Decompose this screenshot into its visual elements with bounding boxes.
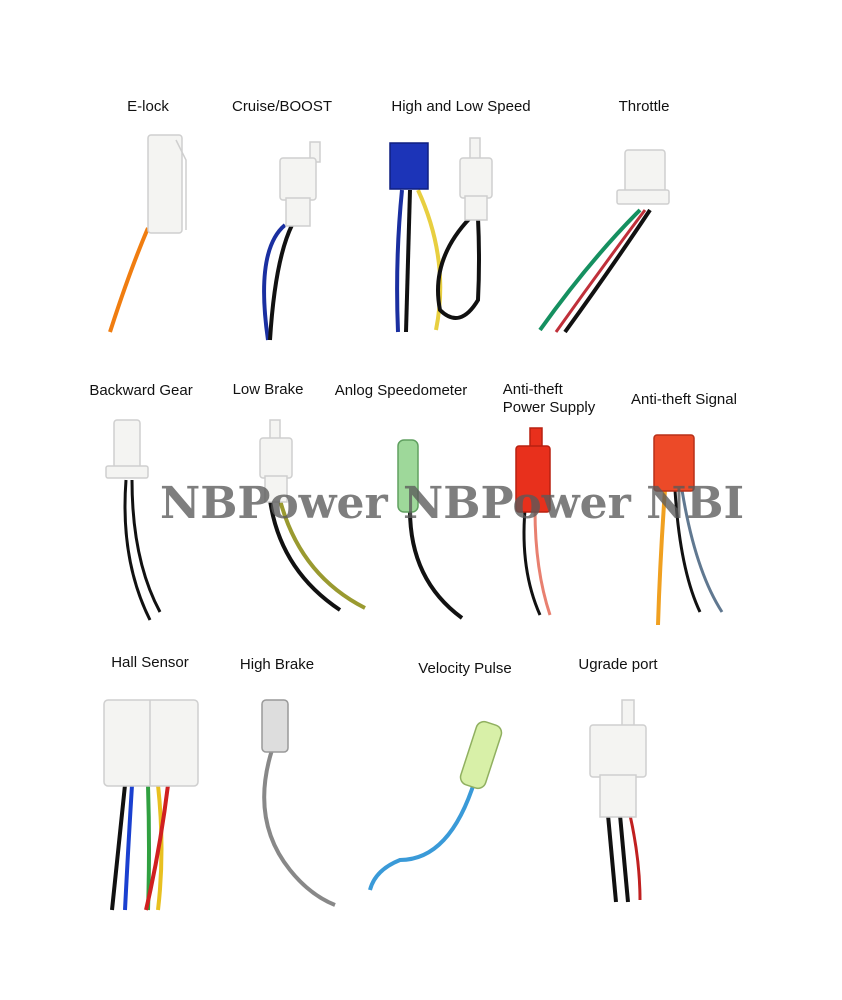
anti-theft-power-connector: [515, 427, 552, 616]
label-throttle: Throttle: [618, 98, 670, 115]
label-upgrade-port: Ugrade port: [578, 656, 658, 673]
label-anti-theft-power-supply: Anti-theft Power Supply: [503, 381, 596, 417]
label-velocity-pulse: Velocity Pulse: [418, 660, 512, 677]
label-high-brake: High Brake: [239, 656, 315, 673]
anti-theft-signal-connector: [653, 434, 724, 626]
high-brake-connector: [261, 699, 336, 907]
analog-speedometer-connector: [397, 439, 464, 620]
throttle-connector: [538, 149, 670, 334]
label-line-2: Power Supply: [502, 399, 596, 416]
label-anti-theft-signal: Anti-theft Signal: [631, 391, 737, 408]
watermark: NBPower NBPower NBI: [160, 478, 745, 529]
backward-gear-connector: [105, 419, 162, 621]
cruise-boost-connector: [262, 141, 321, 341]
label-low-brake: Low Brake: [232, 381, 304, 398]
label-analog-speedometer: Anlog Speedometer: [334, 382, 468, 399]
velocity-pulse-connector: [368, 720, 503, 891]
label-high-low-speed: High and Low Speed: [391, 98, 531, 115]
low-brake-connector: [259, 419, 366, 612]
hall-sensor-connector: [103, 699, 199, 911]
label-line-1: Anti-theft: [502, 381, 563, 398]
e-lock-connector: [108, 134, 187, 333]
label-hall-sensor: Hall Sensor: [111, 654, 189, 671]
upgrade-port-connector: [589, 699, 647, 903]
label-e-lock: E-lock: [127, 98, 169, 115]
label-backward-gear: Backward Gear: [89, 382, 193, 399]
high-low-speed-connector: [389, 137, 493, 333]
label-cruise-boost: Cruise/BOOST: [231, 98, 333, 115]
